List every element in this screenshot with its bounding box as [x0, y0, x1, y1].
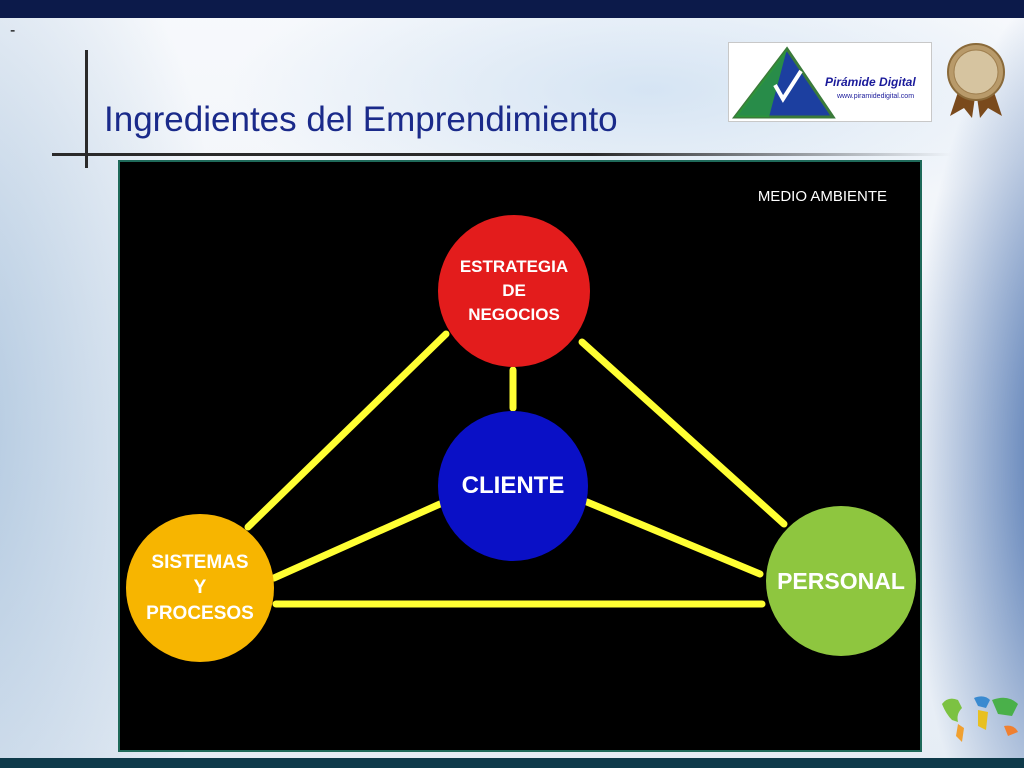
entrepreneurship-diagram: MEDIO AMBIENTE ESTRATEGIA DE NEGOCIOS CL…	[118, 160, 922, 752]
node-cliente: CLIENTE	[438, 411, 588, 561]
award-seal-icon	[947, 43, 1005, 118]
award-badge	[946, 42, 1006, 120]
connector-cliente-sistemas	[270, 500, 444, 582]
node-personal-label: PERSONAL	[777, 567, 905, 594]
slide-dash: -	[10, 22, 16, 39]
node-estrategia-label: ESTRATEGIA DE NEGOCIOS	[459, 257, 569, 324]
connector-estrategia-sistemas	[244, 330, 450, 531]
connector-estrategia-personal	[578, 338, 788, 528]
page-title: Ingredientes del Emprendimiento	[104, 100, 618, 139]
world-map-icon	[942, 696, 1018, 742]
pyramid-check-icon	[731, 46, 836, 119]
node-sistemas-label: SISTEMAS Y PROCESOS	[146, 551, 254, 624]
top-bar	[0, 0, 1024, 18]
logo-url: www.piramidedigital.com	[837, 93, 915, 100]
piramide-digital-logo: Pirámide Digital www.piramidedigital.com	[728, 42, 932, 122]
node-estrategia-de-negocios: ESTRATEGIA DE NEGOCIOS	[438, 215, 590, 367]
node-cliente-label: CLIENTE	[461, 472, 565, 499]
connector-cliente-personal	[583, 498, 764, 578]
environment-label: MEDIO AMBIENTE	[757, 188, 887, 205]
bottom-bar	[0, 758, 1024, 768]
node-personal: PERSONAL	[766, 506, 916, 656]
title-horizontal-rule	[52, 153, 952, 156]
connector-lines	[244, 330, 788, 608]
logo-name: Pirámide Digital	[825, 75, 916, 89]
node-sistemas-y-procesos: SISTEMAS Y PROCESOS	[126, 514, 274, 662]
title-vertical-rule	[85, 50, 88, 168]
